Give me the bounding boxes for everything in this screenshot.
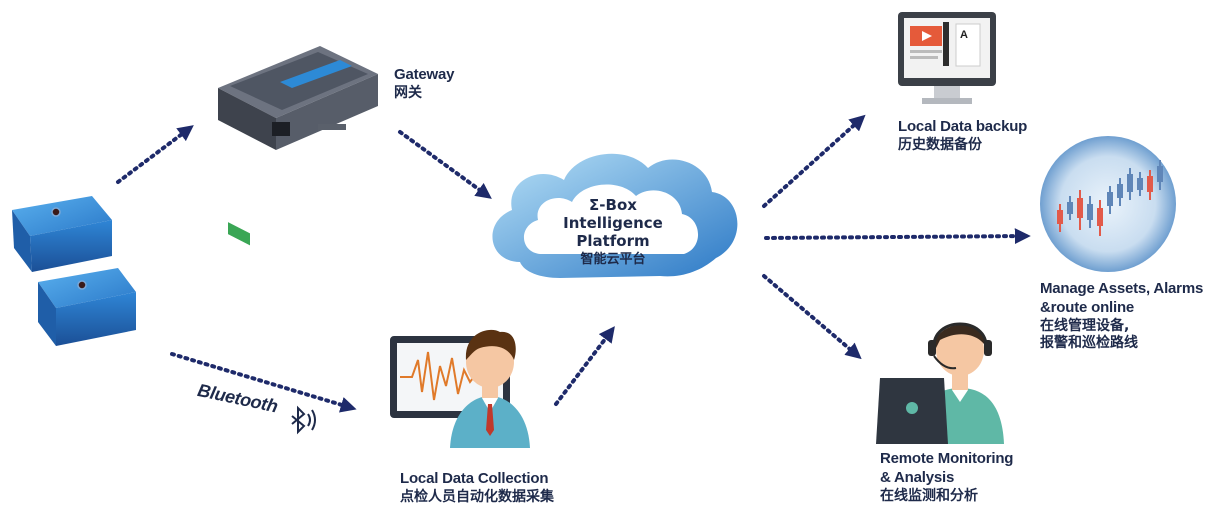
bluetooth-icon xyxy=(291,405,316,435)
gateway-label: Gateway 网关 xyxy=(394,66,455,102)
manage-en1: Manage Assets, Alarms xyxy=(1040,280,1204,297)
arrow-cloud-to-manage xyxy=(764,228,1031,245)
manage-label: Manage Assets, Alarms &route online 在线管理… xyxy=(1040,280,1203,353)
remote-zh: 在线监测和分析 xyxy=(880,487,978,504)
gateway-zh: 网关 xyxy=(394,84,422,101)
platform-zh: 智能云平台 xyxy=(580,252,646,267)
arrow-cloud-to-backup xyxy=(762,114,866,208)
platform-title: Σ-Box xyxy=(589,196,637,214)
arrow-sensor-bluetooth xyxy=(170,352,357,413)
remote-en2: & Analysis xyxy=(880,468,955,486)
backup-en: Local Data backup xyxy=(898,118,1028,135)
remote-en1: Remote Monitoring xyxy=(880,450,1014,467)
local-collection-en: Local Data Collection xyxy=(400,470,549,487)
backup-zh: 历史数据备份 xyxy=(898,136,982,153)
arrow-collection-to-cloud xyxy=(554,326,615,406)
arrow-cloud-to-remote xyxy=(762,274,862,360)
backup-monitor-icon: A xyxy=(898,12,996,104)
manage-en2: &route online xyxy=(1040,298,1135,316)
asset-chart-globe-icon xyxy=(1040,136,1176,272)
gateway-device-icon xyxy=(218,46,378,246)
platform-line3: Platform xyxy=(576,232,650,250)
arrow-sensor-to-gateway xyxy=(116,125,194,184)
local-collection-label: Local Data Collection 点检人员自动化数据采集 xyxy=(400,470,554,506)
cloud-platform-icon xyxy=(492,153,738,278)
remote-operator-icon xyxy=(876,322,1004,444)
svg-text:A: A xyxy=(960,29,968,41)
operator-person-icon xyxy=(450,329,530,448)
backup-label: Local Data backup 历史数据备份 xyxy=(898,118,1027,154)
local-collection-zh: 点检人员自动化数据采集 xyxy=(400,488,554,505)
gateway-en: Gateway xyxy=(394,66,455,83)
manage-zh1: 在线管理设备, xyxy=(1040,317,1130,334)
remote-label: Remote Monitoring & Analysis 在线监测和分析 xyxy=(880,450,1013,505)
vibration-sensor-bottom xyxy=(38,268,136,346)
vibration-sensor-top xyxy=(12,196,112,272)
manage-zh2: 报警和巡检路线 xyxy=(1040,335,1138,351)
arrow-gateway-to-cloud xyxy=(398,130,492,199)
platform-line2: Intelligence xyxy=(563,214,663,232)
arrows xyxy=(116,114,1031,413)
cloud-platform-label: Σ-Box Intelligence Platform 智能云平台 xyxy=(548,196,678,268)
